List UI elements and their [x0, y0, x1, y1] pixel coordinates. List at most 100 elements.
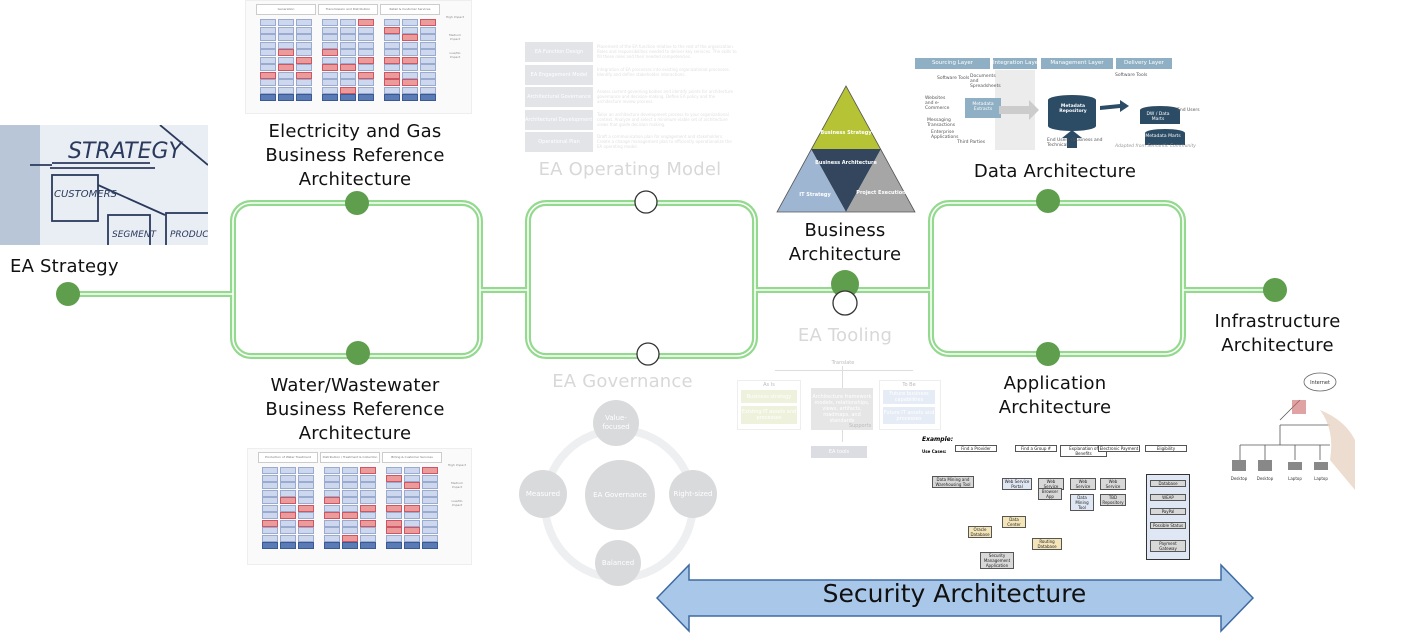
ref-capability-cell	[322, 56, 338, 64]
ref-capability-cell	[358, 19, 374, 26]
operating-model-row-title: Architectural Governance	[525, 87, 593, 107]
ref-capability-cell	[360, 482, 376, 489]
ref-capability-cell	[278, 19, 294, 26]
ref-capability-cell	[262, 482, 278, 489]
ref-legend-item: Medium Impact	[451, 481, 463, 489]
ref-capability-cell	[342, 519, 358, 527]
ref-capability-cell	[324, 489, 340, 497]
ref-capability-cell	[324, 474, 340, 482]
ref-capability-cell	[402, 94, 418, 101]
ref-capability-cell	[260, 34, 276, 41]
ref-capability-cell	[340, 56, 356, 64]
strategy-image: STRATEGY CUSTOMERS SEGMENT PRODUCT	[0, 125, 208, 245]
node-ea-tooling	[832, 290, 858, 316]
node-ea-governance	[636, 342, 660, 366]
ref-capability-cell	[422, 489, 438, 497]
ref-capability-cell	[420, 86, 436, 94]
ref-capability-cell	[422, 474, 438, 482]
ref-capability-cell	[298, 467, 314, 474]
ref-capability-cell	[340, 34, 356, 41]
label-application-architecture: Application Architecture	[998, 373, 1112, 418]
ref-capability-cell	[342, 542, 358, 549]
ref-capability-cell	[262, 489, 278, 497]
ref-capability-cell	[340, 26, 356, 34]
ref-capability-cell	[386, 489, 402, 497]
ref-capability-cell	[404, 527, 420, 534]
ref-capability-cell	[386, 519, 402, 527]
operating-model-row-title: Architectural Development Framework	[525, 109, 593, 130]
ref-capability-cell	[358, 49, 374, 56]
ref-capability-cell	[280, 504, 296, 512]
ref-capability-cell	[296, 26, 312, 34]
ref-capability-cell	[358, 34, 374, 41]
ref-capability-cell	[422, 512, 438, 519]
svg-text:Business Architecture: Business Architecture	[815, 160, 877, 166]
operating-model-row-desc: Assess current governing bodies and iden…	[597, 89, 733, 104]
ref-capability-cell	[342, 482, 358, 489]
governance-item: Right-sized	[669, 470, 717, 518]
ref-capability-cell	[386, 467, 402, 474]
ref-capability-cell	[404, 474, 420, 482]
ref-capability-cell	[280, 534, 296, 542]
operating-model-row: EA Engagement Model Integration of EA pro…	[525, 64, 743, 87]
node-data-architecture	[1036, 189, 1060, 213]
ref-capability-cell	[280, 467, 296, 474]
ref-capability-cell	[278, 86, 294, 94]
ref-capability-cell	[360, 474, 376, 482]
node-business-architecture	[831, 270, 859, 298]
ref-capability-cell	[404, 534, 420, 542]
ref-capability-cell	[322, 19, 338, 26]
ref-capability-cell	[404, 512, 420, 519]
ref-capability-cell	[262, 467, 278, 474]
ref-capability-cell	[386, 527, 402, 534]
ref-capability-cell	[360, 527, 376, 534]
ref-capability-cell	[322, 94, 338, 101]
ref-legend-item: Medium Impact	[449, 33, 461, 41]
ref-capability-cell	[298, 489, 314, 497]
ref-capability-cell	[360, 519, 376, 527]
ref-capability-cell	[296, 49, 312, 56]
ref-capability-cell	[262, 542, 278, 549]
ref-capability-cell	[342, 467, 358, 474]
ref-capability-cell	[262, 497, 278, 504]
label-data-architecture: Data Architecture	[973, 161, 1137, 182]
delivery-layer-header: Delivery Layer	[1116, 58, 1172, 69]
node-ea-operating-model	[634, 190, 658, 214]
ref-capability-cell	[342, 527, 358, 534]
ref-capability-cell	[260, 64, 276, 71]
operating-model-row-desc: Tailor an architecture development proce…	[597, 111, 729, 127]
ref-capability-cell	[386, 512, 402, 519]
ref-capability-cell	[340, 49, 356, 56]
ref-capability-cell	[262, 512, 278, 519]
ref-capability-cell	[422, 497, 438, 504]
ref-legend-item: Low/No Impact	[449, 51, 461, 59]
ref-capability-cell	[298, 504, 314, 512]
ref-capability-cell	[340, 41, 356, 49]
ref-capability-cell	[324, 542, 340, 549]
ref-capability-cell	[404, 482, 420, 489]
ref-capability-cell	[260, 56, 276, 64]
ref-capability-cell	[360, 512, 376, 519]
label-ea-governance: EA Governance	[552, 371, 693, 392]
operating-model-row-desc: Integration of EA processes into existin…	[597, 66, 730, 77]
ref-capability-cell	[420, 49, 436, 56]
ref-capability-cell	[260, 71, 276, 79]
data-architecture-image: Sourcing Layer Integration Layer Managem…	[915, 58, 1210, 150]
operating-model-row-title: EA Engagement Model	[525, 64, 593, 85]
ref-column-header: Retail & Customer Services	[380, 4, 440, 15]
ref-capability-cell	[384, 49, 400, 56]
ref-capability-cell	[298, 534, 314, 542]
ref-capability-cell	[296, 41, 312, 49]
operating-model-row-desc: Draft a communication plan for engagemen…	[597, 134, 732, 149]
security-architecture-arrow	[655, 563, 1255, 633]
ref-capability-cell	[322, 41, 338, 49]
governance-center: EA Governance	[585, 460, 655, 530]
ref-capability-cell	[262, 527, 278, 534]
ref-capability-cell	[280, 482, 296, 489]
ref-capability-cell	[422, 482, 438, 489]
ref-capability-cell	[280, 527, 296, 534]
operating-model-row-desc: Placement of the EA function relative to…	[597, 44, 737, 59]
